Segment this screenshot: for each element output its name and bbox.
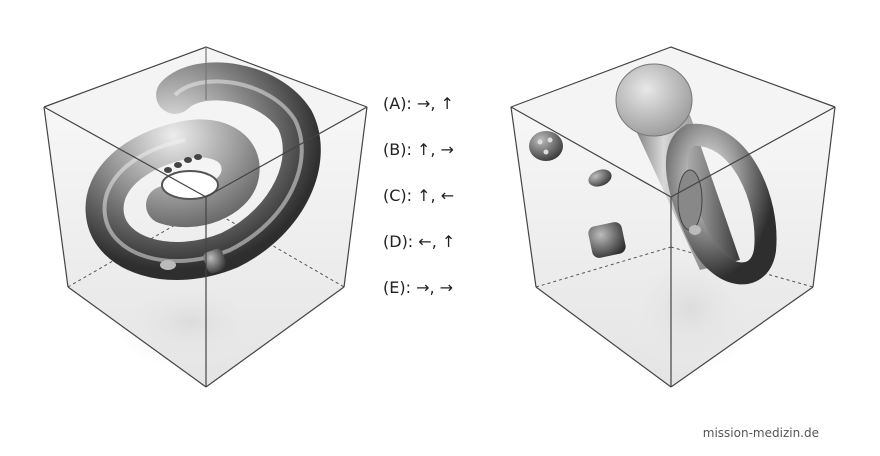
left-reflection: [120, 290, 260, 370]
right-cube: [510, 46, 836, 388]
watermark: mission-medizin.de: [702, 426, 819, 440]
left-torus-object: [85, 62, 321, 281]
answer-option-b[interactable]: (B): ↑, →: [383, 140, 454, 159]
answer-options: (A): →, ↑ (B): ↑, → (C): ↑, ← (D): ←, ↑ …: [383, 92, 455, 322]
answer-option-d[interactable]: (D): ←, ↑: [383, 232, 456, 251]
answer-option-a[interactable]: (A): →, ↑: [383, 94, 454, 113]
right-torus-object: [529, 63, 777, 285]
answer-option-e[interactable]: (E): →, →: [383, 278, 454, 297]
left-cube: [43, 46, 368, 388]
right-reflection: [630, 265, 750, 375]
answer-option-c[interactable]: (C): ↑, ←: [383, 186, 455, 205]
